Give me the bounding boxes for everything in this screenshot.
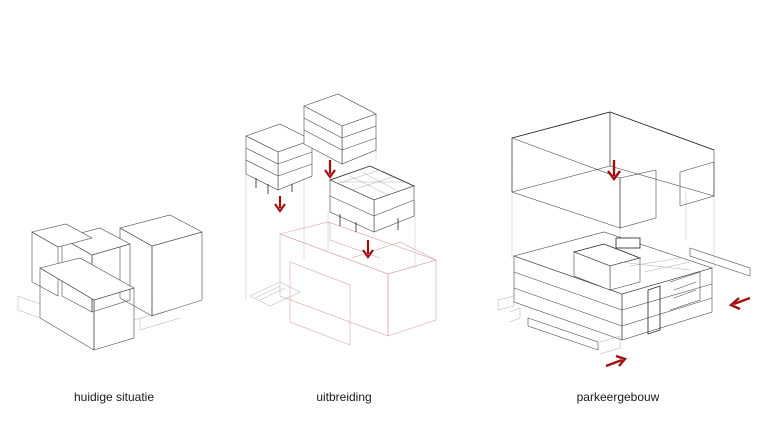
caption-parking-building: parkeergebouw — [576, 390, 660, 404]
arrow-down-icon — [324, 160, 336, 179]
arrow-left-icon — [728, 296, 751, 311]
arrow-down-icon — [362, 240, 374, 259]
caption-extension: uitbreiding — [316, 390, 372, 404]
extension-volume-left — [245, 123, 313, 194]
arrow-down-icon — [274, 196, 286, 213]
facade-screen — [511, 111, 715, 229]
extension-volume-frame — [328, 165, 416, 233]
caption-existing-situation: huidige situatie — [73, 390, 155, 404]
extension-drawing — [245, 93, 437, 346]
parking-building-drawing — [497, 111, 751, 368]
extension-volume-top — [303, 93, 377, 165]
arrow-right-icon — [605, 354, 628, 368]
existing-base-ghost — [249, 221, 437, 346]
parking-garage-base — [512, 231, 714, 341]
existing-building-drawing — [17, 214, 203, 351]
arrow-down-icon — [607, 160, 621, 181]
